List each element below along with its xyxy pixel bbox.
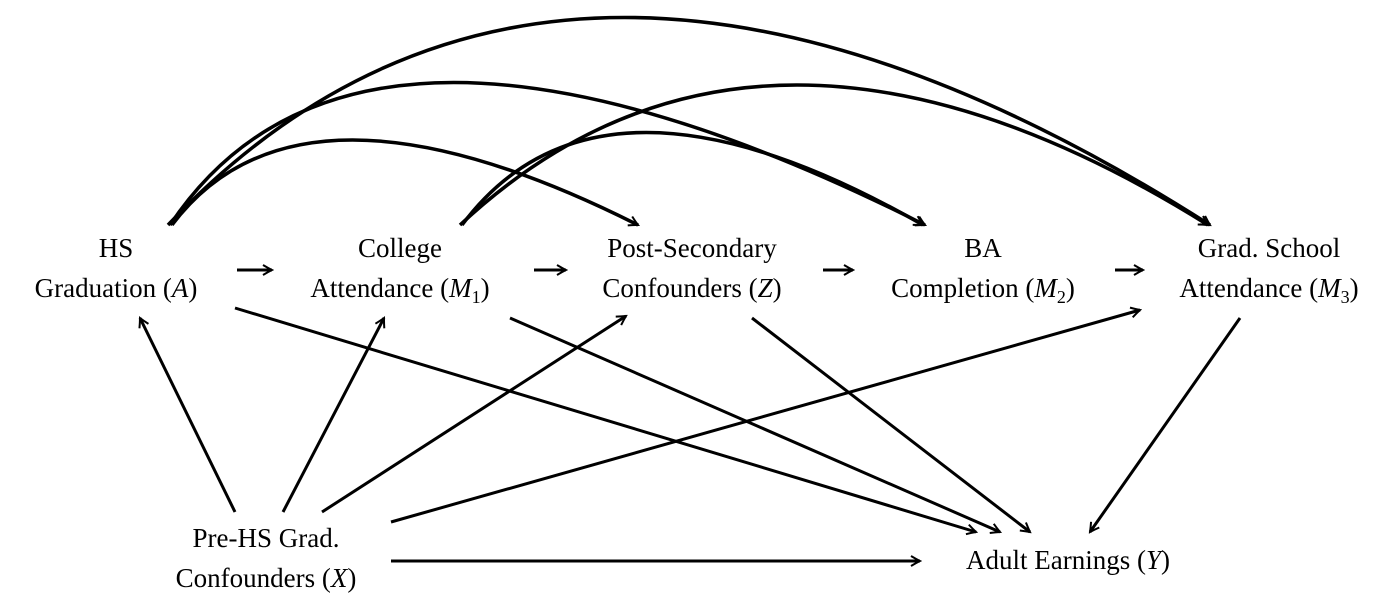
node-college-attendance: College Attendance (M1) <box>278 228 522 308</box>
node-pre-hs-confounders: Pre-HS Grad. Confounders (X) <box>146 518 386 598</box>
node-label-line1: Adult Earnings ( <box>965 545 1146 575</box>
node-hs-graduation: HS Graduation (A) <box>0 228 232 308</box>
node-label-line2: Confounders ( <box>175 563 331 593</box>
node-ba-completion: BA Completion (M2) <box>858 228 1108 308</box>
node-label-close: ) <box>1349 273 1359 303</box>
node-label-line1: BA <box>964 233 1002 263</box>
variable-symbol: A <box>171 273 189 303</box>
node-grad-school-attendance: Grad. School Attendance (M3) <box>1146 228 1392 308</box>
edge-a-to-z <box>170 138 638 227</box>
node-label-close: ) <box>1065 273 1075 303</box>
variable-symbol: M <box>1034 273 1057 303</box>
node-label-line2: Graduation ( <box>34 273 172 303</box>
edge-m3-to-y <box>1090 317 1242 532</box>
node-label-line2: Attendance ( <box>310 273 450 303</box>
edge-x-to-m1 <box>281 318 386 513</box>
node-label-close: ) <box>1161 545 1170 575</box>
node-adult-earnings: Adult Earnings (Y) <box>920 540 1216 580</box>
node-label-close: ) <box>188 273 198 303</box>
edge-x-to-z <box>321 314 626 514</box>
edge-a-to-y <box>234 306 976 532</box>
node-label-line1: Grad. School <box>1197 233 1341 263</box>
edge-m1-to-m3 <box>458 83 1208 227</box>
edge-m1-to-y <box>509 316 1000 532</box>
edge-a-to-m3 <box>166 15 1210 227</box>
edge-m1-to-m2 <box>460 130 923 227</box>
variable-subscript: 1 <box>471 287 481 307</box>
variable-subscript: 2 <box>1056 287 1066 307</box>
variable-symbol: Z <box>757 273 773 303</box>
variable-subscript: 3 <box>1340 287 1350 307</box>
node-label-line1: College <box>358 233 442 263</box>
edge-z-to-y <box>751 316 1030 532</box>
node-label-line2: Completion ( <box>891 273 1035 303</box>
node-label-line1: HS <box>98 233 134 263</box>
variable-symbol: Y <box>1145 545 1161 575</box>
node-post-secondary-confounders: Post-Secondary Confounders (Z) <box>570 228 814 308</box>
edge-x-to-m3 <box>390 310 1140 524</box>
node-label-line2: Attendance ( <box>1179 273 1319 303</box>
node-label-line1: Pre-HS Grad. <box>192 523 340 553</box>
node-label-line1: Post-Secondary <box>607 233 777 263</box>
variable-symbol: M <box>449 273 472 303</box>
node-label-line2: Confounders ( <box>602 273 758 303</box>
variable-symbol: M <box>1318 273 1341 303</box>
node-label-close: ) <box>480 273 490 303</box>
edge-x-to-a <box>140 318 237 513</box>
variable-symbol: X <box>330 563 348 593</box>
node-label-close: ) <box>772 273 782 303</box>
node-label-close: ) <box>347 563 357 593</box>
